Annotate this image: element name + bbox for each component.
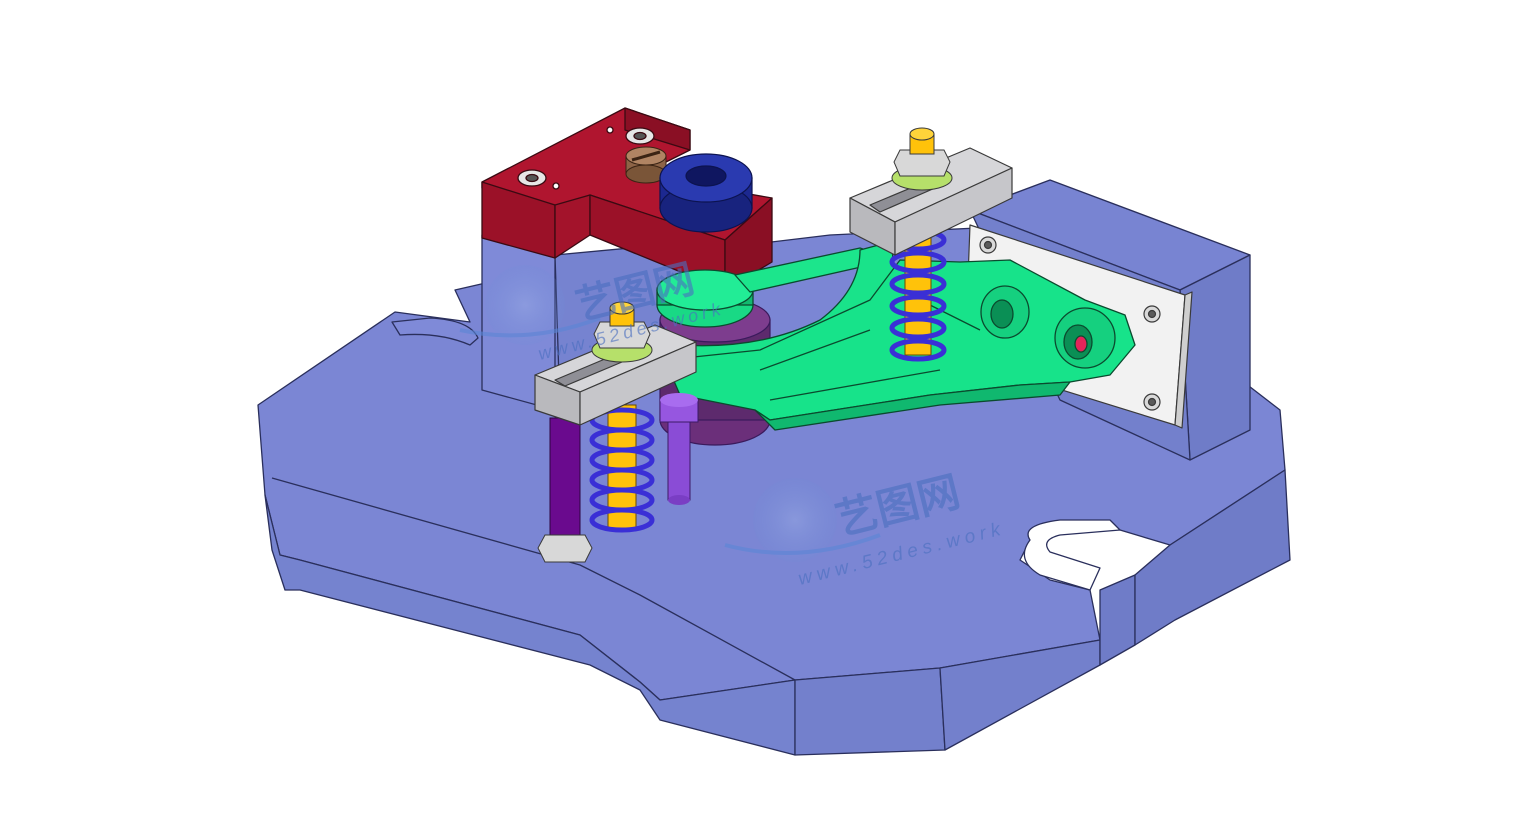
base-plate-far-right-face — [1134, 469, 1291, 646]
screw-socket-icon — [983, 240, 993, 250]
left-clamp-nut — [591, 301, 653, 363]
support-block-front — [1179, 254, 1251, 461]
dowel-hole-icon — [552, 182, 560, 190]
clamp-back-face — [624, 107, 691, 151]
cap-screw-top — [660, 393, 698, 407]
watermark-globe-icon — [485, 265, 565, 345]
right-clamp-nut — [891, 127, 953, 191]
left-clamp-bracket — [534, 324, 697, 426]
arm-clevis-bore — [990, 299, 1014, 329]
base-plate-corner-face — [794, 667, 946, 756]
slot-notch-left — [391, 317, 479, 346]
lift-arm — [656, 241, 1136, 431]
cap-screw-socket-icon — [525, 173, 539, 183]
spring-right-assembly — [889, 224, 947, 362]
pin-head — [909, 127, 935, 141]
thrust-pad — [659, 153, 753, 233]
dowel-hole-icon — [606, 126, 614, 134]
left-spring-assembly — [537, 393, 699, 563]
screw-socket-icon — [1147, 309, 1157, 319]
base-plate-right-end — [1099, 574, 1136, 666]
watermark-globe-icon — [753, 478, 837, 562]
slotted-screw-icon — [625, 146, 667, 184]
arm-end-pin — [1074, 335, 1088, 353]
bracket-side — [579, 341, 697, 426]
cap-screw-socket-icon — [633, 131, 647, 141]
hex-nut-icon — [593, 321, 651, 349]
support-rod — [549, 417, 581, 539]
bracket-side — [894, 167, 1013, 256]
watermark-swoosh-icon — [459, 316, 601, 338]
watermark-swoosh-icon — [724, 533, 881, 555]
pin-head — [609, 301, 635, 315]
screw-socket-icon — [1147, 397, 1157, 407]
hex-nut-icon — [893, 149, 951, 177]
base-plate-edge-line — [271, 477, 796, 681]
clamp-step-face — [554, 194, 591, 259]
cap-screw-bottom — [668, 495, 690, 505]
slot-notch-right — [1023, 519, 1121, 591]
arm-underside — [754, 381, 1071, 431]
hex-nut-icon — [537, 534, 593, 563]
mounting-plate-edge — [1174, 291, 1193, 429]
pad-bore — [685, 165, 727, 187]
